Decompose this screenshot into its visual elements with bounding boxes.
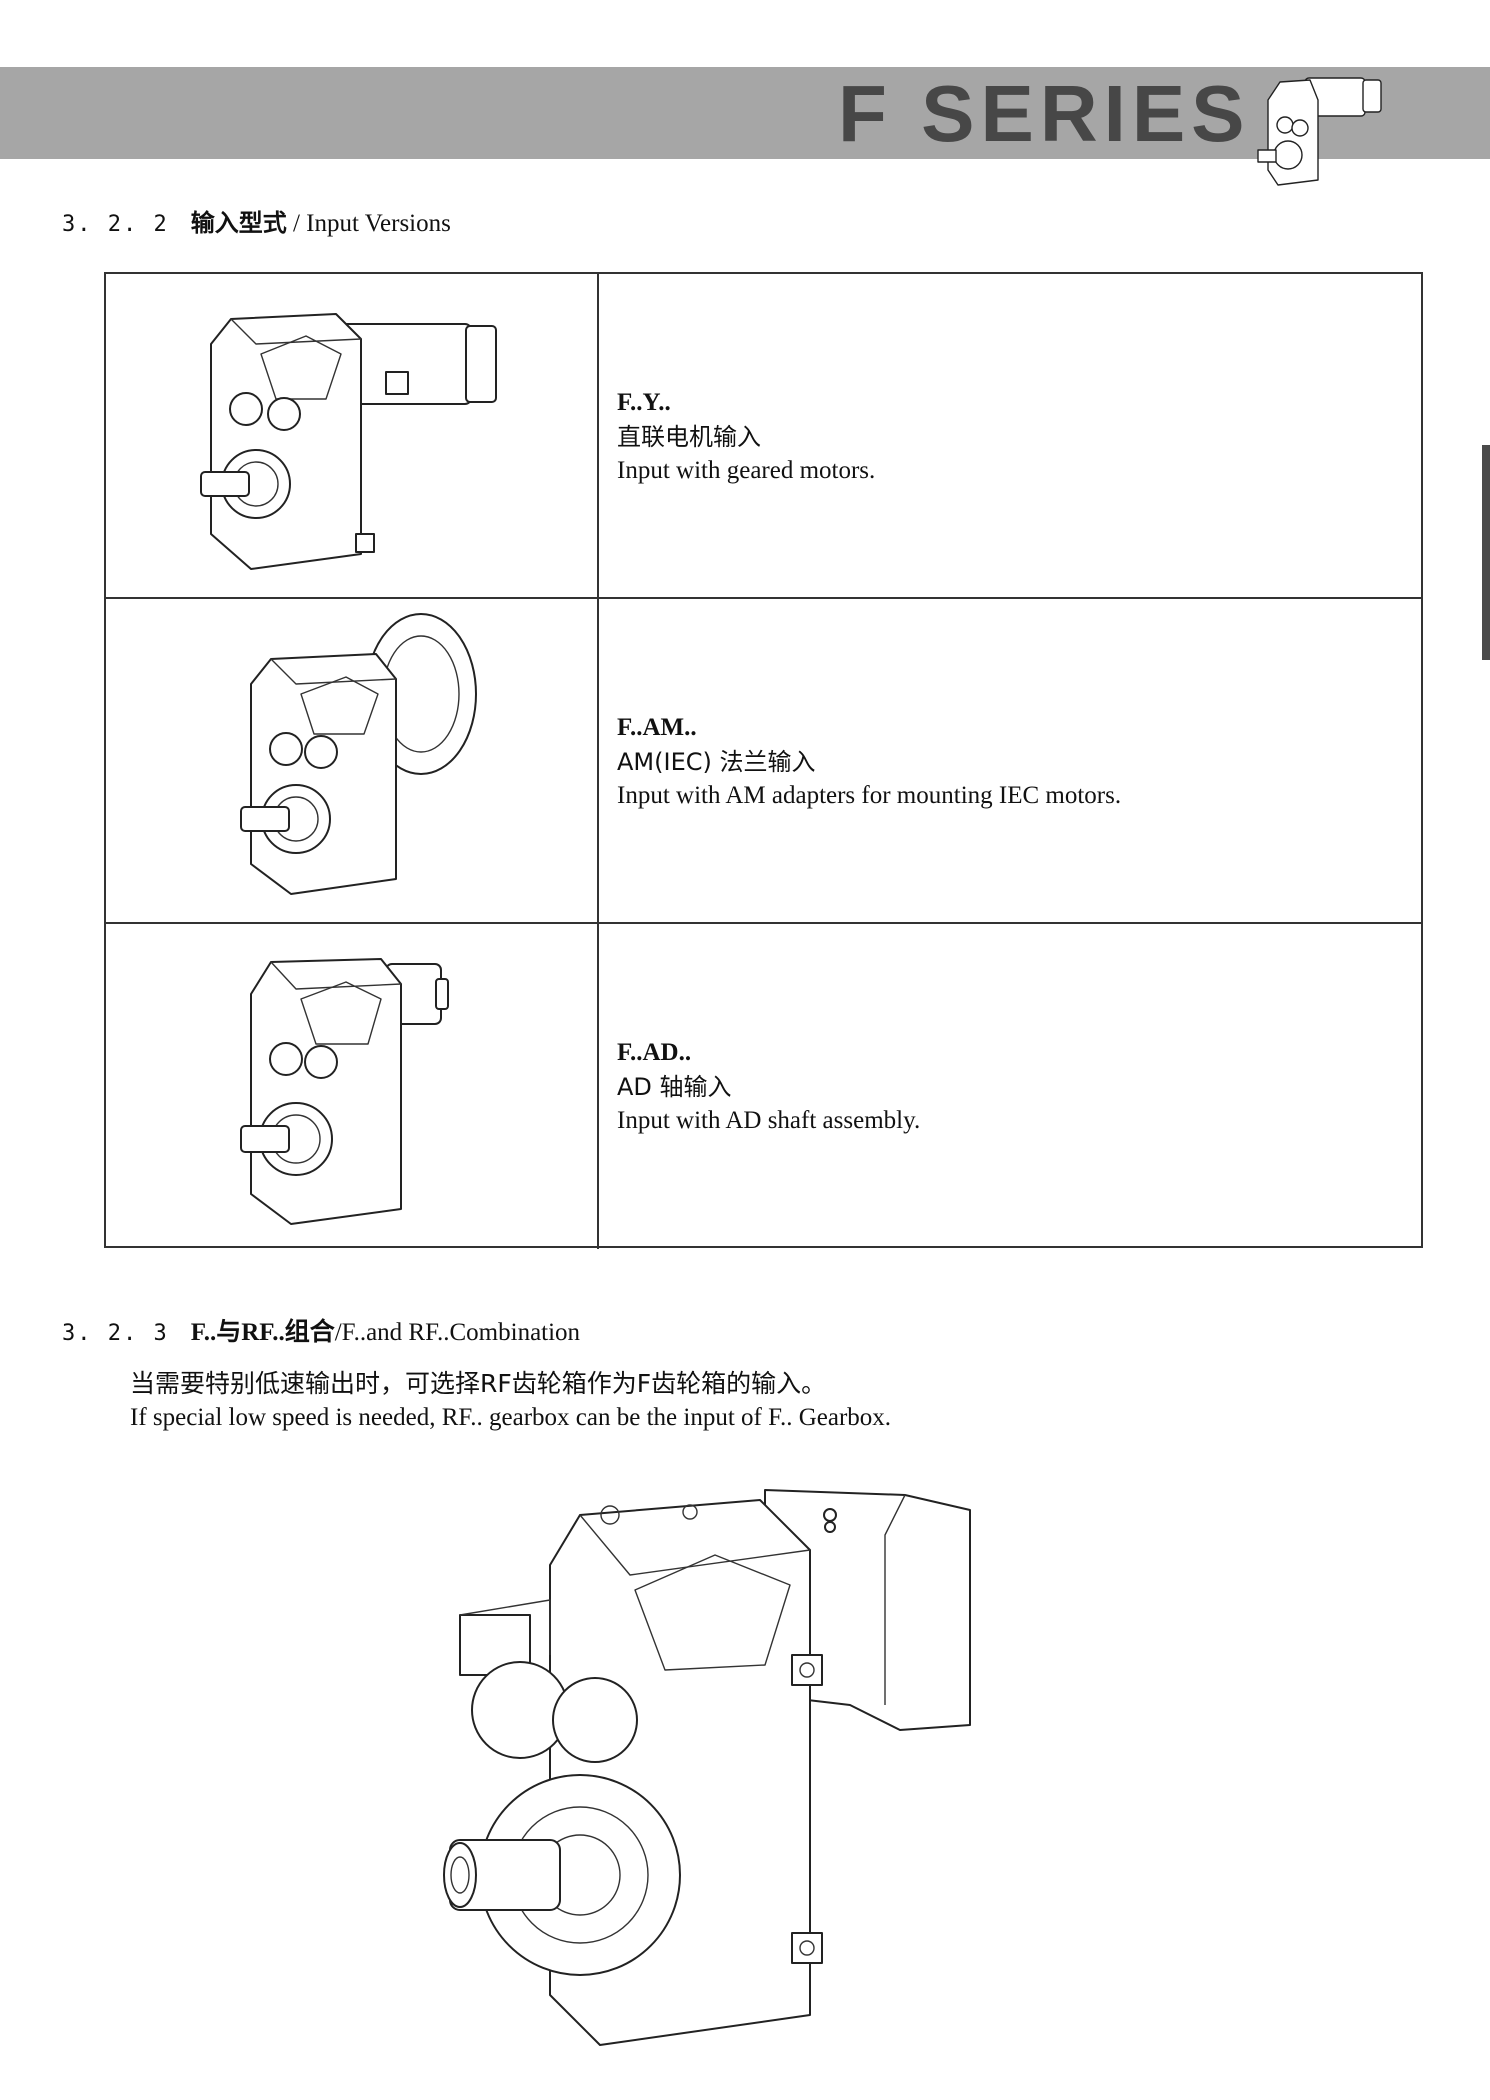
- section-heading-combination: 3. 2. 3 F..与RF..组合/F..and RF..Combination: [62, 1318, 580, 1349]
- header-banner: [0, 67, 1490, 159]
- geared-motor-drawing: [200, 313, 497, 570]
- version-code: F..Y..: [617, 389, 671, 416]
- image-cell: [106, 924, 599, 1249]
- section-title-zh: 输入型式: [190, 209, 287, 237]
- combination-desc-zh: 当需要特别低速输出时，可选择RF齿轮箱作为F齿轮箱的输入。: [130, 1369, 827, 1398]
- version-code: F..AD..: [617, 1039, 692, 1066]
- section-title-rest: /F..and RF..Combination: [334, 1319, 581, 1346]
- ad-shaft-drawing: [240, 958, 449, 1225]
- version-desc-zh: AD 轴输入: [617, 1073, 732, 1101]
- f-rf-combination-drawing: [443, 1489, 971, 2046]
- gearbox-thumbnail-icon: [1257, 77, 1382, 186]
- version-desc-en: Input with geared motors.: [617, 457, 876, 484]
- side-tab: [1482, 445, 1490, 660]
- section-number: 3. 2. 2: [62, 212, 169, 237]
- row-text: F..AD.. AD 轴输入 Input with AD shaft assem…: [617, 1036, 920, 1138]
- version-desc-en: Input with AM adapters for mounting IEC …: [617, 782, 1122, 809]
- version-desc-en: Input with AD shaft assembly.: [617, 1107, 921, 1134]
- am-adapter-drawing: [240, 613, 477, 895]
- image-cell: [106, 274, 599, 597]
- version-desc-zh: 直联电机输入: [617, 423, 761, 451]
- section-number: 3. 2. 3: [62, 1321, 169, 1346]
- row-text: F..Y.. 直联电机输入 Input with geared motors.: [617, 386, 875, 488]
- image-cell: [106, 599, 599, 922]
- series-title: F SERIES: [838, 69, 1251, 158]
- table-row: F..AD.. AD 轴输入 Input with AD shaft assem…: [106, 924, 1421, 1249]
- table-row: F..Y.. 直联电机输入 Input with geared motors.: [106, 274, 1421, 599]
- section-title-en: / Input Versions: [292, 210, 451, 237]
- section-heading-input-versions: 3. 2. 2 输入型式 / Input Versions: [62, 208, 451, 240]
- section-title-bold: F..与RF..组合: [190, 1319, 335, 1346]
- table-row: F..AM.. AM(IEC) 法兰输入 Input with AM adapt…: [106, 599, 1421, 924]
- version-code: F..AM..: [617, 714, 697, 741]
- row-text: F..AM.. AM(IEC) 法兰输入 Input with AM adapt…: [617, 711, 1121, 813]
- input-versions-table: F..Y.. 直联电机输入 Input with geared motors.: [104, 272, 1423, 1249]
- version-desc-zh: AM(IEC) 法兰输入: [617, 748, 816, 776]
- combination-desc-en: If special low speed is needed, RF.. gea…: [130, 1404, 892, 1431]
